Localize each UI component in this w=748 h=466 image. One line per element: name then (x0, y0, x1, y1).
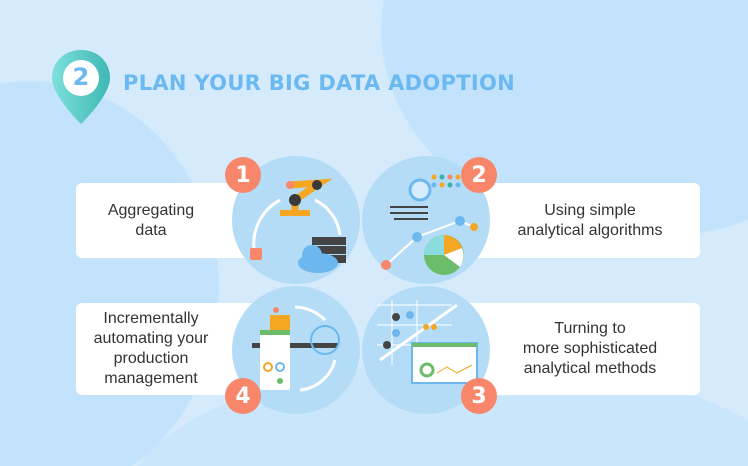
step-text: Incrementally (103, 310, 199, 327)
location-pin-icon (52, 50, 110, 124)
step-text: analytical algorithms (517, 221, 663, 239)
step-text: more sophisticated (522, 340, 658, 357)
advanced-analytics-icon (377, 300, 478, 384)
step-text: Aggregating (107, 201, 195, 219)
step-text: management (104, 370, 198, 387)
step-badge-4: 4 (225, 378, 261, 414)
step-badge-3: 3 (461, 378, 497, 414)
robot-arm-cloud-icon (250, 178, 346, 273)
step-text: automating your (93, 330, 209, 347)
page-title: PLAN YOUR BIG DATA ADOPTION (123, 71, 516, 95)
step-badge-2: 2 (461, 157, 497, 193)
step-text: data (135, 221, 167, 239)
step-pin-number: 2 (72, 63, 90, 91)
automation-flow-icon (252, 305, 340, 392)
step-text: production (113, 350, 189, 367)
analytics-chart-icon (381, 174, 478, 275)
step-text: Using simple (544, 201, 636, 219)
step-text: Turning to (554, 320, 626, 337)
step-badge-1: 1 (225, 157, 261, 193)
step-text: analytical methods (523, 360, 657, 377)
